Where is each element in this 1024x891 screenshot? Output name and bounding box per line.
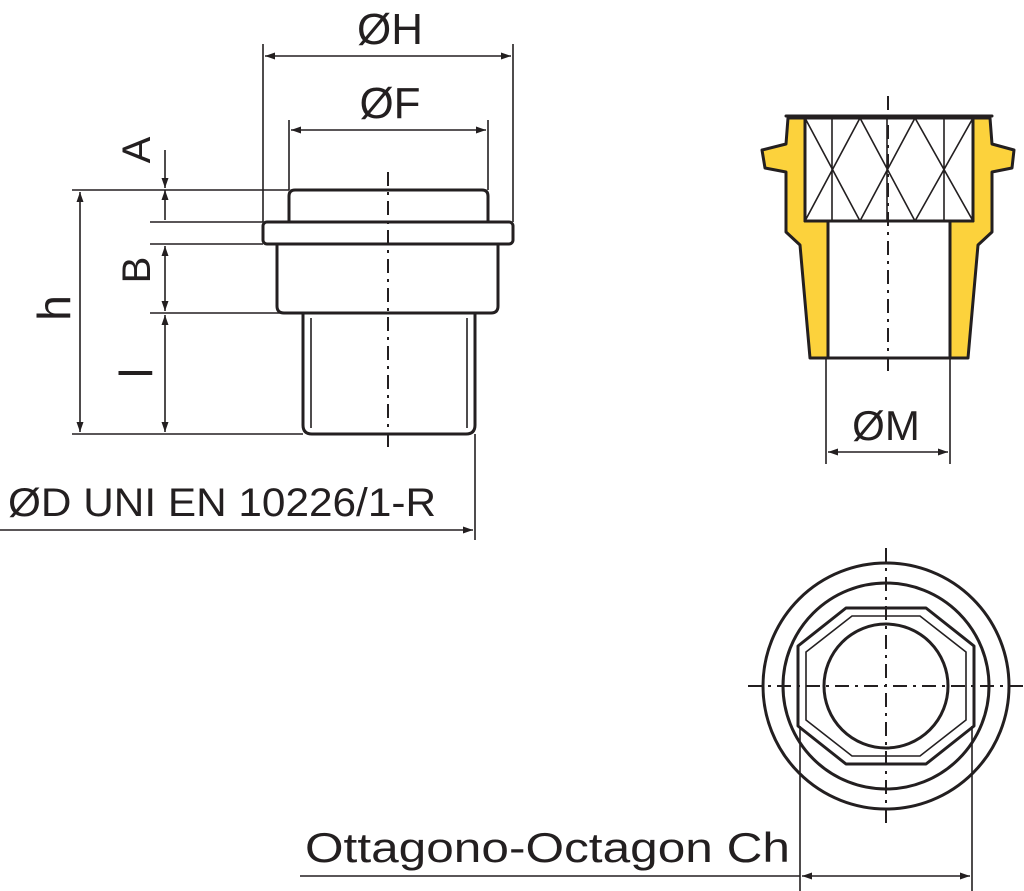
section-view: ØM — [760, 96, 1016, 464]
octagon-outline — [796, 606, 976, 766]
label-dia-f: ØF — [359, 79, 420, 128]
label-dim-b: B — [115, 257, 159, 284]
brass-section-left — [760, 116, 830, 360]
octagon-inner — [805, 615, 967, 757]
label-dim-l: l — [110, 368, 162, 378]
top-view: Ottagono-Octagon Ch — [300, 548, 1024, 891]
body-outline — [275, 242, 500, 315]
label-dia-h: ØH — [357, 5, 423, 54]
cap-outline — [287, 188, 490, 224]
inner-circle — [822, 622, 950, 750]
label-dia-m: ØM — [852, 402, 920, 449]
side-view: ØH ØF A B h l ØD UNI EN 10226/1-R — [0, 5, 515, 540]
label-dim-a: A — [115, 136, 159, 163]
brass-section-right — [948, 116, 1016, 360]
knurl-pattern — [805, 118, 973, 221]
label-octagon: Ottagono-Octagon Ch — [305, 824, 790, 871]
label-dia-d-thread: ØD UNI EN 10226/1-R — [8, 481, 436, 525]
label-dim-h: h — [28, 295, 80, 321]
